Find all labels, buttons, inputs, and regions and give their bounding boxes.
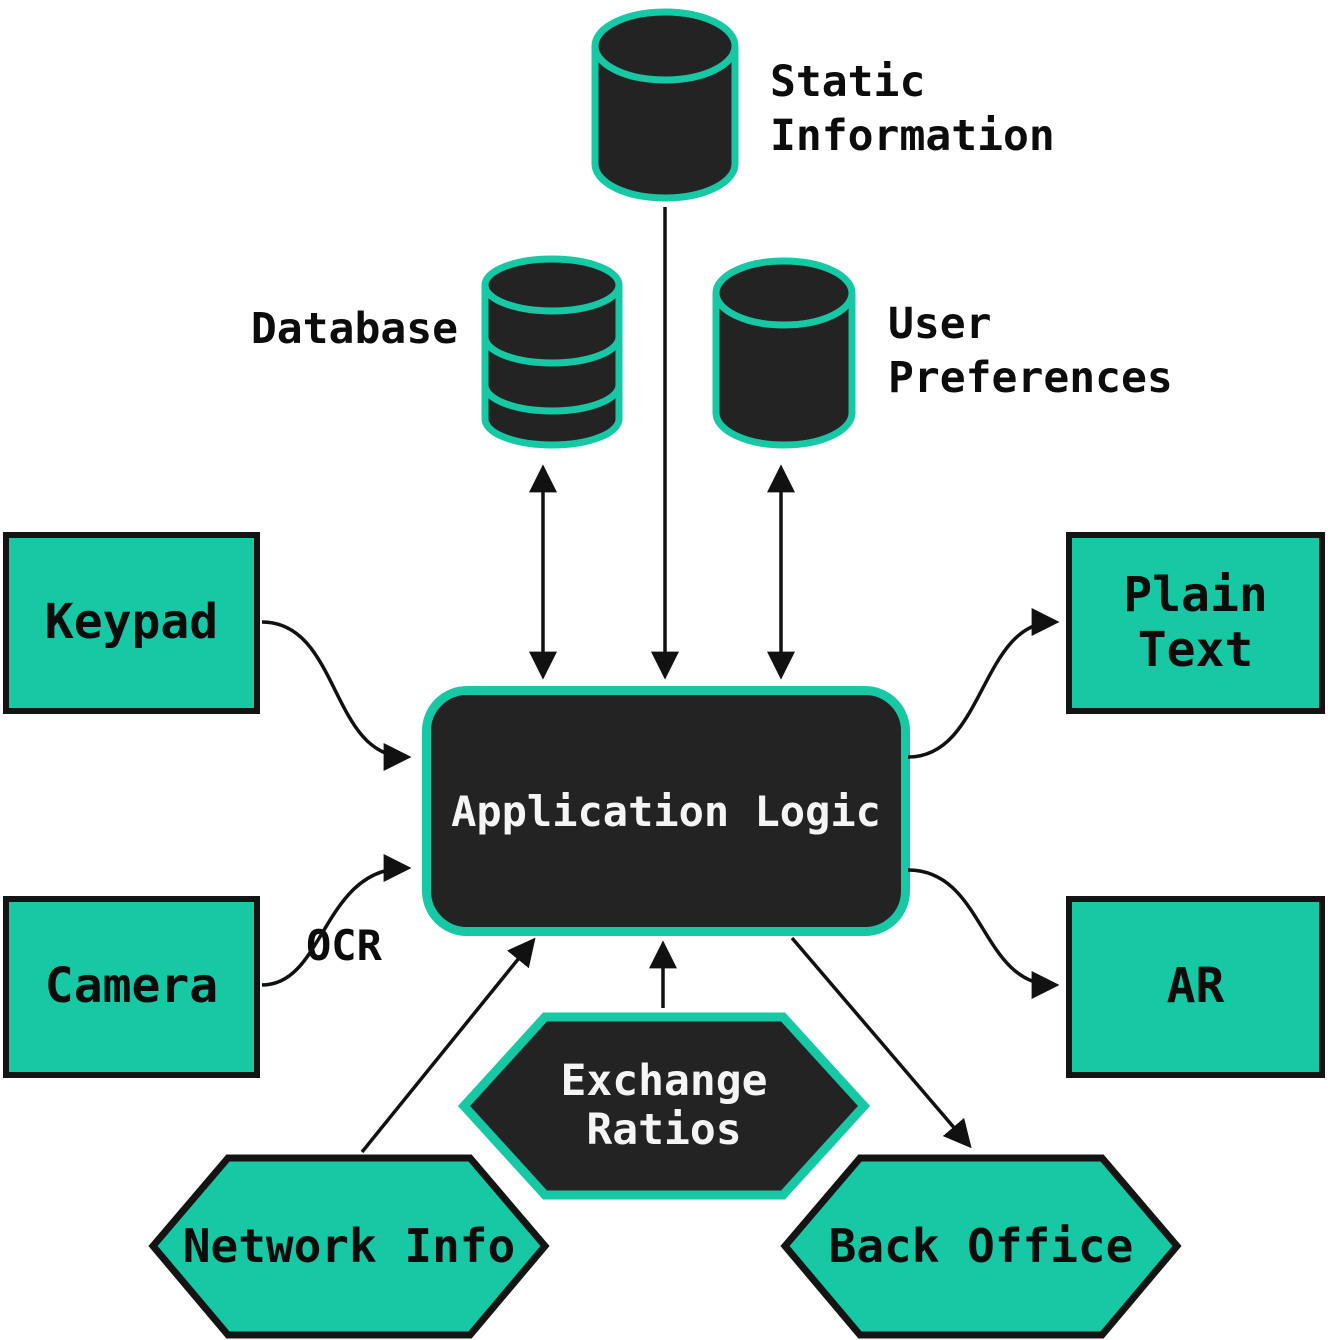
static-information-label: Static Information	[770, 56, 1055, 164]
plain-text-label-line2: Text	[1137, 622, 1254, 678]
camera-label: Camera	[44, 958, 219, 1015]
keypad-node: Keypad	[3, 532, 260, 714]
application-logic-label: Application Logic	[451, 786, 881, 836]
ar-node: AR	[1066, 896, 1325, 1078]
plain-text-node: Plain Text	[1066, 532, 1325, 714]
edge-applogic-ar	[907, 868, 1060, 999]
keypad-label: Keypad	[44, 594, 219, 651]
back-office-node: Back Office	[780, 1153, 1182, 1340]
network-info-hexagon-icon	[148, 1154, 550, 1339]
exchange-ratios-label-line2: Ratios	[586, 1105, 742, 1155]
user-preferences-label-line2: Preferences	[888, 352, 1173, 403]
user-preferences-label: User Preferences	[888, 298, 1173, 406]
ocr-edge-label: OCR	[306, 921, 382, 970]
database-cylinder-icon	[481, 255, 623, 449]
back-office-label: Back Office	[828, 1219, 1134, 1274]
static-information-label-line2: Information	[770, 110, 1055, 161]
camera-node: Camera	[3, 896, 260, 1078]
user-preferences-label-line1: User	[888, 299, 992, 349]
static-information-label-line1: Static	[770, 57, 926, 107]
plain-text-label-line1: Plain	[1123, 566, 1268, 623]
network-info-node: Network Info	[148, 1153, 550, 1340]
edge-applogic-plain-text	[907, 608, 1060, 759]
exchange-ratios-label: Exchange Ratios	[458, 1010, 870, 1202]
user-preferences-cylinder-icon	[712, 257, 856, 449]
database-label: Database	[250, 304, 458, 354]
edge-keypad-applogic	[261, 620, 412, 771]
application-logic-node: Application Logic	[422, 686, 910, 936]
exchange-ratios-label-line1: Exchange	[560, 1055, 768, 1106]
back-office-hexagon-icon	[780, 1154, 1182, 1339]
ar-label: AR	[1166, 958, 1225, 1015]
static-information-cylinder-icon	[591, 8, 739, 202]
network-info-label: Network Info	[182, 1219, 516, 1274]
